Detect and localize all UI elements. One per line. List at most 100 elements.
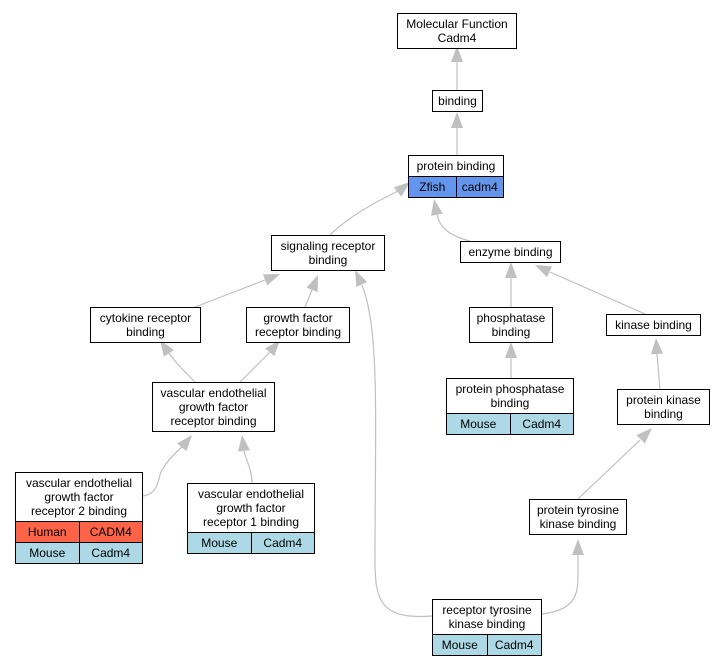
node-label-line: vascular endothelial xyxy=(160,386,267,400)
node-label-line: signaling receptor xyxy=(280,239,376,253)
arrowhead-enzyme-protein xyxy=(431,199,443,216)
node-label: binding xyxy=(433,91,482,111)
node-label-line: receptor binding xyxy=(254,325,342,339)
species-cell: Mouse xyxy=(447,414,510,434)
arrowhead-phosph-enzyme xyxy=(505,262,517,278)
node-label: protein binding xyxy=(409,156,503,176)
arrowhead-ptkb-pkb xyxy=(636,428,652,444)
node-enzyme[interactable]: enzyme binding xyxy=(460,241,561,263)
species-cell: Human xyxy=(16,522,79,542)
node-label-line: binding xyxy=(490,396,530,410)
node-label: kinase binding xyxy=(607,315,700,335)
arrowhead-rtkb-ptkb xyxy=(572,539,584,555)
edge-vegf-growth xyxy=(239,351,271,383)
node-label-line: Molecular Function xyxy=(406,17,508,31)
node-label: enzyme binding xyxy=(461,242,560,262)
node-label-line: cytokine receptor xyxy=(99,311,192,325)
edge-growth-signal xyxy=(304,289,313,308)
node-label-line: binding xyxy=(126,325,165,339)
node-label-line: receptor binding xyxy=(170,414,257,428)
node-label-line: Cadm4 xyxy=(437,31,477,45)
arrowhead-mf-binding xyxy=(451,46,463,62)
arrowhead-signaling-protein xyxy=(393,182,410,197)
node-label-line: binding xyxy=(438,94,477,108)
arrowhead-ppb-phosph xyxy=(505,342,517,358)
node-label-line: receptor 2 binding xyxy=(30,504,128,518)
edge-signaling-protein xyxy=(329,189,401,236)
node-binding[interactable]: binding xyxy=(432,90,483,112)
gene-cell: Cadm4 xyxy=(250,533,314,553)
node-label-line: receptor 1 binding xyxy=(202,515,300,529)
edge-kinase-enzyme xyxy=(549,271,646,315)
node-label-line: kinase binding xyxy=(448,617,526,631)
node-label-line: growth factor xyxy=(216,501,286,515)
edge-ptkb-pkb xyxy=(577,439,641,500)
arrowhead-vegf-growth xyxy=(265,340,280,357)
edge-vegf-cytokine xyxy=(167,351,196,383)
gene-cell: Cadm4 xyxy=(509,414,573,434)
gene-cell: Cadm4 xyxy=(486,635,541,655)
species-cell: Mouse xyxy=(16,543,79,563)
edge-enzyme-protein xyxy=(436,214,471,242)
arrowhead-pkb-kinase xyxy=(651,338,663,355)
gene-cell: cadm4 xyxy=(455,177,503,197)
arrowhead-cytokine-signal xyxy=(262,274,280,286)
node-kinase[interactable]: kinase binding xyxy=(606,314,701,336)
arrowhead-vegf2-vegf xyxy=(177,435,192,452)
edge-vegf1-vegf xyxy=(243,450,253,484)
edge-rtkb-signal xyxy=(361,284,433,618)
species-cell: Mouse xyxy=(433,635,487,655)
node-label-line: growth factor xyxy=(263,311,333,325)
arrowhead-binding-protein xyxy=(451,112,463,128)
edge-cytokine-signal xyxy=(194,279,266,308)
node-label-line: enzyme binding xyxy=(468,245,553,259)
node-label-line: binding xyxy=(491,325,531,339)
edge-vegf2-vegf xyxy=(142,446,183,497)
arrowhead-vegf1-vegf xyxy=(238,435,250,452)
node-label-line: protein tyrosine xyxy=(536,503,620,517)
species-cell: Zfish xyxy=(409,177,456,197)
edge-pkb-kinase xyxy=(656,353,661,390)
arrowhead-kinase-enzyme xyxy=(535,265,553,278)
node-label-line: protein phosphatase xyxy=(455,382,565,396)
node-label-line: phosphatase xyxy=(476,311,546,325)
arrowhead-growth-signal xyxy=(306,275,318,293)
node-label-line: kinase binding xyxy=(615,318,692,332)
node-label-line: protein kinase xyxy=(626,393,701,407)
node-label-line: kinase binding xyxy=(539,517,617,531)
arrowhead-rtkb-signal xyxy=(355,270,368,288)
node-label-line: receptor tyrosine xyxy=(442,603,532,617)
node-label-line: protein binding xyxy=(416,159,496,173)
